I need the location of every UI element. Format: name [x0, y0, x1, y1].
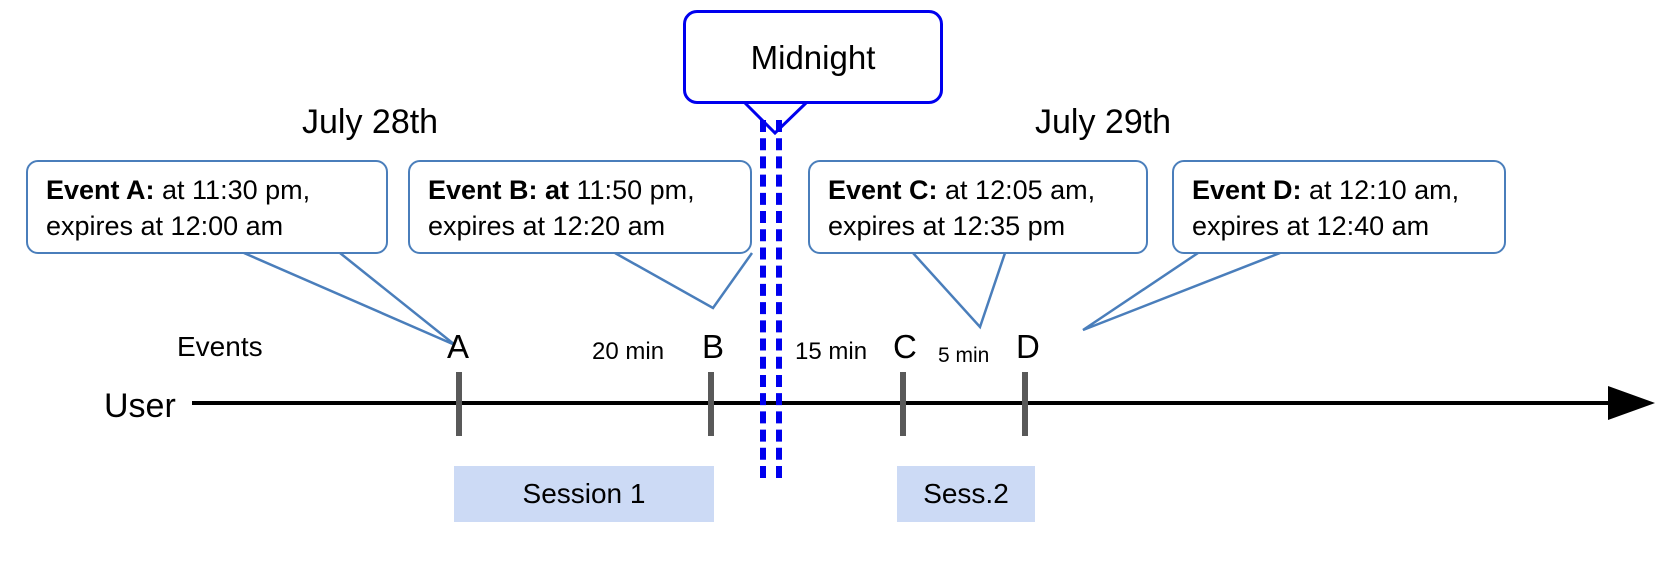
session-1-label: Session 1 [522, 478, 646, 509]
tick-label-d: D [1016, 328, 1040, 365]
gap-label-cd: 5 min [938, 344, 990, 367]
event-d-callout: Event D: at 12:10 am, expires at 12:40 a… [1172, 160, 1506, 254]
tick-mark-c [900, 372, 906, 436]
event-c-leader [912, 252, 1007, 330]
session-2-block: Sess.2 [897, 466, 1035, 522]
date-label-right: July 29th [1035, 103, 1172, 141]
tick-label-a: A [447, 328, 470, 365]
event-d-leader [1082, 251, 1281, 332]
event-b-line1: Event B: at 11:50 pm, [428, 175, 695, 205]
event-d-rest: at 12:10 am, [1301, 175, 1460, 205]
timeline-axis [192, 386, 1655, 420]
tick-mark-b [708, 372, 714, 436]
tick-mark-a [456, 372, 462, 436]
tick-label-b: B [702, 328, 725, 365]
gap-label-ab: 20 min [592, 338, 665, 365]
event-a-leader [243, 251, 456, 347]
midnight-dashed-line-right [776, 120, 782, 478]
event-c-bold: Event C: [828, 175, 938, 205]
event-d-line1: Event D: at 12:10 am, [1192, 175, 1459, 205]
event-c-callout: Event C: at 12:05 am, expires at 12:35 p… [808, 160, 1148, 254]
event-c-rest: at 12:05 am, [937, 175, 1096, 205]
event-b-bold: Event B: at [428, 175, 570, 205]
gap-label-bc: 15 min [795, 338, 868, 365]
events-row-label: Events [177, 331, 263, 362]
event-a-line1: Event A: at 11:30 pm, [46, 175, 310, 205]
event-c-line1: Event C: at 12:05 am, [828, 175, 1095, 205]
session-1-block: Session 1 [454, 466, 714, 522]
date-label-left: July 28th [302, 103, 439, 141]
event-a-line2: expires at 12:00 am [46, 211, 284, 242]
event-b-rest: 11:50 pm, [569, 175, 695, 205]
midnight-label: Midnight [750, 38, 876, 76]
midnight-callout: Midnight [683, 10, 943, 104]
event-b-leader [614, 251, 754, 310]
session-2-label: Sess.2 [923, 478, 1009, 509]
event-c-line2: expires at 12:35 pm [828, 211, 1066, 242]
event-b-line2: expires at 12:20 am [428, 211, 666, 242]
user-row-label: User [104, 387, 176, 425]
event-d-line2: expires at 12:40 am [1192, 211, 1430, 242]
event-a-bold: Event A: [46, 175, 155, 205]
event-b-callout: Event B: at 11:50 pm, expires at 12:20 a… [408, 160, 752, 254]
midnight-dashed-line-left [760, 120, 766, 478]
tick-mark-d [1022, 372, 1028, 436]
event-a-callout: Event A: at 11:30 pm, expires at 12:00 a… [26, 160, 388, 254]
tick-label-c: C [893, 328, 917, 365]
event-a-rest: at 11:30 pm, [154, 175, 311, 205]
event-d-bold: Event D: [1192, 175, 1302, 205]
